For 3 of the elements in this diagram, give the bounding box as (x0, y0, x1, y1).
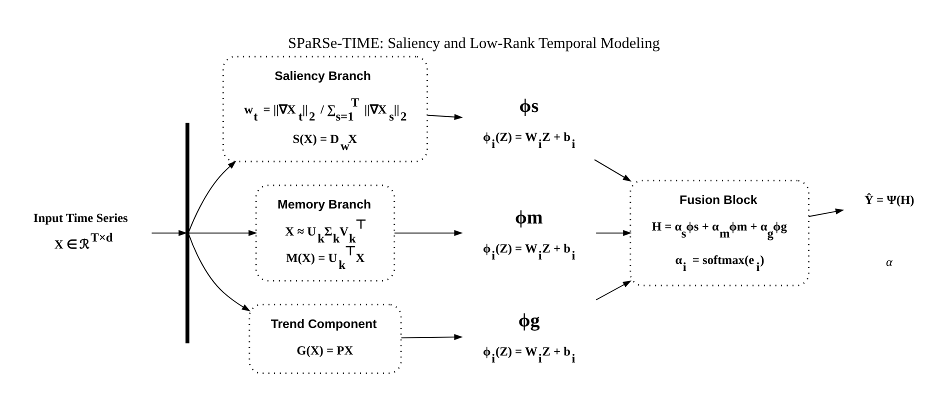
node-text: Ŷ = Ψ(H) (864, 192, 914, 206)
label: α (886, 254, 892, 268)
diagram-title: SPaRSe-TIME: Saliency and Low-Rank Temporal Modeling (288, 34, 660, 52)
